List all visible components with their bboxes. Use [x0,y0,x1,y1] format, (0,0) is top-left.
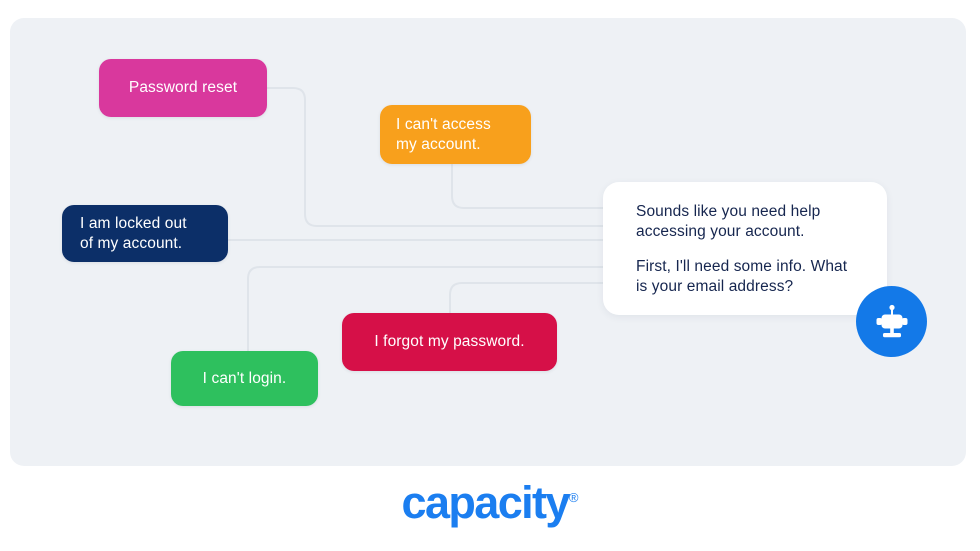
bot-avatar [856,286,927,357]
bot-response-paragraph-1: Sounds like you need help accessing your… [636,203,821,241]
option-label: I can't login. [202,369,287,387]
option-cant-access-my-account[interactable]: I can't access my account. [380,105,531,164]
bot-response-paragraph-2: First, I'll need some info. What is your… [636,257,848,296]
option-label: I can't access my account. [396,115,491,155]
capacity-logo: capacity® [0,480,980,525]
option-forgot-my-password[interactable]: I forgot my password. [342,313,557,371]
registered-mark: ® [568,490,579,505]
option-cant-login[interactable]: I can't login. [171,351,318,406]
option-label: Password reset [128,79,238,97]
option-label: I forgot my password. [374,333,525,351]
robot-icon [876,304,907,337]
option-label: I am locked out of my account. [80,214,187,254]
option-label-line2: of my account. [80,234,183,252]
option-i-am-locked-out[interactable]: I am locked out of my account. [62,205,228,262]
option-label-line2: my account. [396,135,481,153]
brand-name: capacity [401,477,571,528]
option-label-line1: I can't access [396,115,491,133]
bot-response-bubble: Sounds like you need help accessing your… [603,182,887,315]
option-password-reset[interactable]: Password reset [99,59,267,117]
option-label-line1: I am locked out [80,214,187,232]
